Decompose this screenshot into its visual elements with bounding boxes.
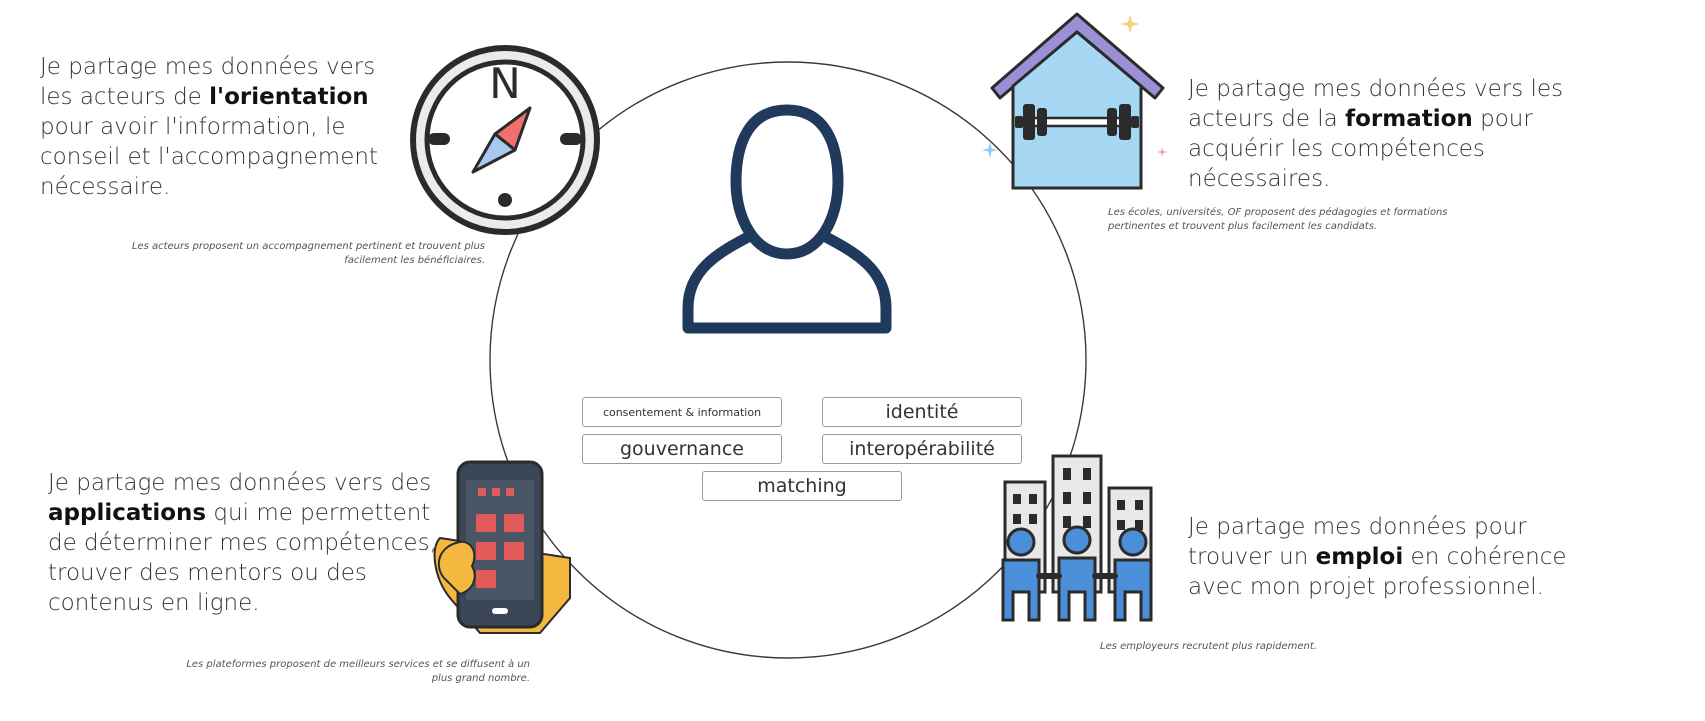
employment-city-icon — [1001, 454, 1153, 622]
phone-app-icon — [433, 460, 571, 634]
training-text: Je partage mes données vers les acteurs … — [1188, 76, 1564, 192]
tag-consent: consentement & information — [582, 397, 782, 427]
compass-letter: N — [489, 59, 520, 108]
orientation-caption: Les acteurs proposent un accompagnement … — [131, 241, 485, 266]
employment-keyword: emploi — [1315, 544, 1404, 570]
user-icon — [682, 104, 892, 334]
sparkle-icon — [1157, 147, 1167, 157]
sparkle-icon — [1120, 14, 1140, 34]
tag-identity: identité — [822, 397, 1022, 427]
employment-text: Je partage mes données pour trouver un e… — [1188, 514, 1567, 600]
training-caption: Les écoles, universités, OF proposent de… — [1108, 207, 1448, 232]
orientation-keyword: l'orientation — [209, 84, 369, 110]
compass-icon: N — [410, 45, 600, 235]
gym-house-icon — [990, 12, 1165, 190]
tag-governance: gouvernance — [582, 434, 782, 464]
sparkle-icon — [982, 142, 998, 158]
orientation-text: Je partage mes données vers les acteurs … — [40, 54, 378, 200]
training-keyword: formation — [1345, 106, 1473, 132]
tag-matching: matching — [702, 471, 902, 501]
tag-interoperability: interopérabilité — [822, 434, 1022, 464]
employment-caption: Les employeurs recrutent plus rapidement… — [1100, 641, 1317, 652]
applications-caption: Les plateformes proposent de meilleurs s… — [186, 659, 530, 684]
applications-text: Je partage mes données vers des applicat… — [48, 470, 437, 616]
applications-keyword: applications — [48, 500, 207, 526]
